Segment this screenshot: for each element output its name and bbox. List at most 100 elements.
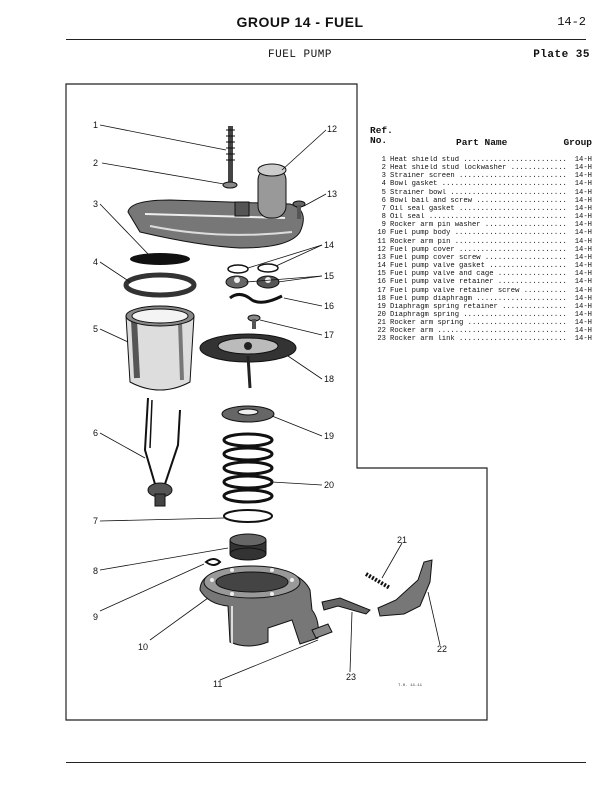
callout-18: 18 xyxy=(324,374,334,384)
bowl-bail-drawing xyxy=(143,397,181,507)
ref-number: 2 xyxy=(381,164,386,173)
group-code: 14-H xyxy=(574,172,592,181)
table-row: 2 Heat shield stud lockwasher 14-H xyxy=(370,164,592,172)
group-code: 14-H xyxy=(574,253,592,262)
ref-number: 15 xyxy=(377,270,386,279)
callout-14: 14 xyxy=(324,240,334,250)
figure-frame xyxy=(65,83,488,721)
part-name: Rocker arm pin washer xyxy=(390,221,568,229)
valve-and-cage-drawing xyxy=(225,275,280,289)
group-code: 14-H xyxy=(574,237,592,246)
group-code: 14-H xyxy=(574,310,592,319)
lockwasher-drawing xyxy=(222,181,238,189)
group-code: 14-H xyxy=(574,188,592,197)
callout-22: 22 xyxy=(437,644,447,654)
diaphragm-spring-drawing xyxy=(222,432,274,504)
callout-6: 6 xyxy=(93,428,98,438)
group-code: 14-H xyxy=(574,213,592,222)
part-name: Fuel pump valve retainer xyxy=(390,278,568,286)
group-code: 14-H xyxy=(574,270,592,279)
part-name: Rocker arm pin xyxy=(390,238,568,246)
diaphragm-drawing xyxy=(199,333,297,389)
callout-5: 5 xyxy=(93,324,98,334)
part-name: Heat shield stud xyxy=(390,156,568,164)
callout-11: 11 xyxy=(213,679,222,689)
part-name: Heat shield stud lockwasher xyxy=(390,164,568,172)
figure-tag: T.H. 14-11 xyxy=(398,684,423,688)
ref-number: 13 xyxy=(377,253,386,262)
group-code: 14-H xyxy=(574,156,592,164)
table-row: 13 Fuel pump cover screw 14-H xyxy=(370,254,592,262)
ref-number: 6 xyxy=(381,196,386,205)
callout-2: 2 xyxy=(93,158,98,168)
group-code: 14-H xyxy=(574,204,592,213)
group-code: 14-H xyxy=(574,278,592,287)
part-name: Fuel pump valve and cage xyxy=(390,270,568,278)
ref-number: 12 xyxy=(377,245,386,254)
section-title: FUEL PUMP xyxy=(268,49,332,61)
callout-3: 3 xyxy=(93,199,98,209)
part-name: Bowl gasket xyxy=(390,180,568,188)
ref-number: 18 xyxy=(377,294,386,303)
ref-number: 9 xyxy=(381,221,386,230)
part-name: Oil seal xyxy=(390,213,568,221)
part-name: Bowl bail and screw xyxy=(390,197,568,205)
table-row: 4 Bowl gasket 14-H xyxy=(370,180,592,188)
group-code: 14-H xyxy=(574,262,592,271)
group-code: 14-H xyxy=(574,229,592,238)
group-code: 14-H xyxy=(574,180,592,189)
ref-number: 5 xyxy=(381,188,386,197)
cover-screw-drawing xyxy=(292,200,306,219)
fuel-pump-cover-drawing xyxy=(127,163,304,249)
group-code: 14-H xyxy=(574,294,592,303)
part-name: Fuel pump body xyxy=(390,229,568,237)
part-name: Strainer screen xyxy=(390,172,568,180)
group-code: 14-H xyxy=(574,164,592,173)
oil-seal-gasket-drawing xyxy=(223,509,273,523)
footer-rule xyxy=(66,762,586,763)
ref-number: 8 xyxy=(381,213,386,222)
part-name: Fuel pump valve gasket xyxy=(390,262,568,270)
pin-washer-drawing xyxy=(204,558,222,566)
callout-labels: 1 2 3 4 5 6 7 8 9 10 11 12 13 14 15 16 1… xyxy=(93,120,447,689)
part-name-header: Part Name xyxy=(456,137,508,148)
callout-16: 16 xyxy=(324,301,334,311)
callout-17: 17 xyxy=(324,330,334,340)
callout-23: 23 xyxy=(346,672,356,682)
header-rule xyxy=(66,39,586,40)
pump-body-drawing xyxy=(199,565,319,647)
plate-number: Plate 35 xyxy=(533,49,590,61)
rocker-arm-pin-drawing xyxy=(311,623,333,639)
heat-shield-stud-drawing xyxy=(226,126,235,184)
group-header: Group xyxy=(563,137,592,148)
ref-number: 21 xyxy=(377,319,386,328)
group-code: 14-H xyxy=(574,245,592,254)
ref-number: 22 xyxy=(377,327,386,336)
part-name: Fuel pump valve retainer screw xyxy=(390,287,568,295)
ref-number: 16 xyxy=(377,278,386,287)
ref-number: 4 xyxy=(381,180,386,189)
callout-1: 1 xyxy=(93,120,98,130)
part-name: Rocker arm xyxy=(390,327,568,335)
group-code: 14-H xyxy=(574,221,592,230)
ref-number: 23 xyxy=(377,335,386,344)
part-name: Fuel pump cover screw xyxy=(390,254,568,262)
part-name: Rocker arm spring xyxy=(390,319,568,327)
group-code: 14-H xyxy=(574,286,592,295)
callout-10: 10 xyxy=(138,642,148,652)
callout-9: 9 xyxy=(93,612,98,622)
callout-4: 4 xyxy=(93,257,98,267)
